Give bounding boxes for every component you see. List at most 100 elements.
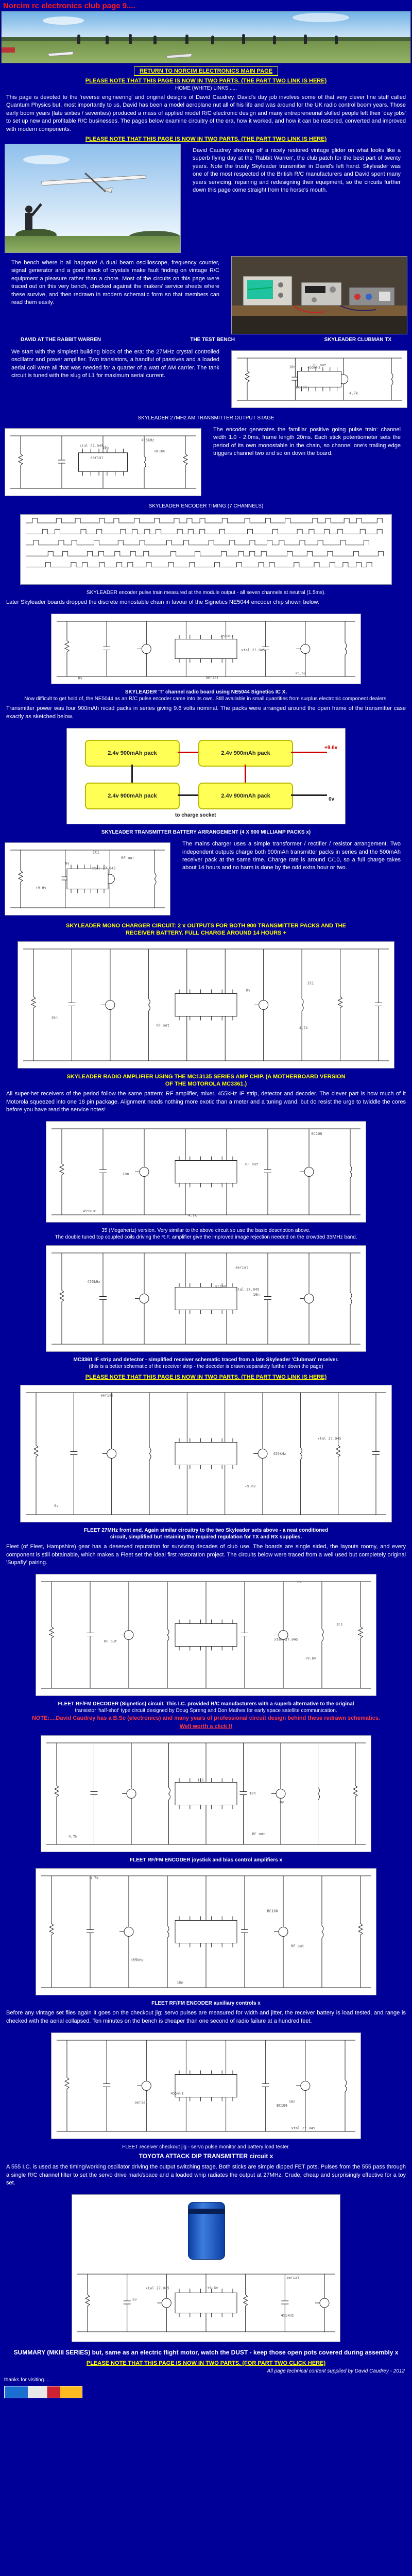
- svg-text:BC108: BC108: [296, 385, 307, 389]
- toyota-heading: TOYOTA ATTACK DIP TRANSMITTER circuit x: [139, 2153, 273, 2160]
- svg-text:4.7k: 4.7k: [349, 392, 358, 396]
- svg-text:+9.6v: +9.6v: [207, 2286, 218, 2291]
- fleet-encoder-caption: FLEET RF/FM ENCODER joystick and bias co…: [129, 1857, 283, 1863]
- svg-text:RF out: RF out: [121, 856, 134, 860]
- svg-text:455kHz: 455kHz: [281, 2314, 294, 2318]
- vintage-paragraph-2: The bench where it all happens! A dual b…: [11, 259, 219, 306]
- part-two-link-intro[interactable]: PLEASE NOTE THAT THIS PAGE IS NOW IN TWO…: [85, 135, 327, 142]
- fleet-aux-caption: FLEET RF/FM ENCODER auxiliary controls x: [151, 2001, 261, 2007]
- battery-wire-2: [178, 794, 198, 796]
- toyota-text: A 555 I.C. is used as the timing/working…: [6, 2164, 406, 2187]
- svg-text:xtal 27.045: xtal 27.045: [235, 1287, 259, 1292]
- glider-launch-photo: [5, 144, 180, 252]
- battery-wire-5: [131, 765, 133, 783]
- svg-text:RF out: RF out: [157, 1024, 169, 1028]
- ne5044-caption: SKYLEADER 'T' channel radio board using …: [125, 689, 287, 696]
- fleet-front-caption-2: circuit, simplified but retaining the re…: [110, 1534, 302, 1540]
- battery-wire-1: [178, 752, 198, 754]
- part-two-link-mid[interactable]: PLEASE NOTE THAT THIS PAGE IS NOW IN TWO…: [85, 1374, 327, 1381]
- intro-paragraph: This page is devoted to the 'reverse eng…: [6, 94, 406, 132]
- svg-text:10n: 10n: [123, 1172, 129, 1176]
- svg-text:455kHz: 455kHz: [88, 1280, 100, 1284]
- mhz35-note-2: The double tuned top coupled coils drivi…: [55, 1234, 357, 1241]
- svg-text:455kHz: 455kHz: [170, 2092, 183, 2096]
- svg-text:4.7k: 4.7k: [90, 1876, 99, 1880]
- svg-text:aerial: aerial: [235, 1266, 248, 1270]
- part-two-link-bottom[interactable]: PLEASE NOTE THAT THIS PAGE IS NOW IN TWO…: [86, 2360, 326, 2367]
- page-title: Norcim rc electronics club page 9....: [3, 2, 135, 10]
- osc-section: We start with the simplest building bloc…: [0, 344, 412, 415]
- fleet-decoder-caption-2: transistor 'half-shot' type circuit desi…: [75, 1708, 337, 1714]
- svg-text:aerial: aerial: [205, 676, 218, 680]
- svg-text:aerial: aerial: [100, 1394, 113, 1398]
- schematic-pulse-train: [21, 514, 391, 584]
- osc-text: We start with the simplest building bloc…: [11, 348, 219, 379]
- svg-text:BC108: BC108: [215, 1285, 226, 1289]
- svg-text:xtal 27.045: xtal 27.045: [274, 1638, 298, 1642]
- svg-text:455kHz: 455kHz: [220, 634, 233, 638]
- svg-text:RF out: RF out: [313, 363, 326, 367]
- if-note: (this is a better schematic of the recei…: [89, 1364, 323, 1370]
- battery-minus-label: 0v: [329, 796, 335, 803]
- battery-arrangement-figure: 2.4v 900mAh pack 2.4v 900mAh pack 2.4v 9…: [67, 728, 345, 824]
- schematic-mc3361-if-strip: 10n BC108 455kHz aerial xtal 27.045: [46, 1246, 366, 1352]
- battery-pack-1: 2.4v 900mAh pack: [85, 740, 180, 767]
- page-credit: All page technical content supplied by D…: [267, 2368, 405, 2375]
- svg-text:+9.6v: +9.6v: [295, 671, 306, 675]
- ne5044-text: Later Skyleader boards dropped the discr…: [6, 599, 319, 605]
- svg-text:0v: 0v: [132, 2298, 136, 2302]
- return-main-page-link[interactable]: RETURN TO NORCIM ELECTRONICS MAIN PAGE: [133, 66, 279, 76]
- svg-text:0v: 0v: [297, 1581, 301, 1585]
- svg-text:IC1: IC1: [93, 851, 99, 855]
- svg-text:4.7k: 4.7k: [188, 1214, 197, 1218]
- svg-text:IC1: IC1: [197, 1778, 204, 1783]
- encoder-text: The encoder generates the familiar posit…: [213, 426, 401, 457]
- svg-text:RF out: RF out: [291, 1944, 304, 1948]
- field-group-photo: [1, 11, 411, 63]
- part-two-link-top[interactable]: PLEASE NOTE THAT THIS PAGE IS NOW IN TWO…: [85, 78, 327, 84]
- svg-text:BC108: BC108: [311, 1132, 322, 1136]
- svg-text:4.7k: 4.7k: [299, 1026, 308, 1030]
- svg-text:xtal 27.045: xtal 27.045: [92, 867, 115, 871]
- svg-text:xtal 27.045: xtal 27.045: [291, 2126, 315, 2130]
- svg-text:455kHz: 455kHz: [307, 366, 320, 370]
- svg-text:RF out: RF out: [104, 1639, 117, 1643]
- svg-text:RF out: RF out: [252, 1832, 265, 1836]
- battery-plus-label: +9.6v: [324, 745, 338, 751]
- svg-text:10n: 10n: [289, 2100, 296, 2104]
- svg-text:+9.6v: +9.6v: [305, 1656, 316, 1660]
- svg-text:10n: 10n: [249, 1791, 256, 1795]
- svg-text:10n: 10n: [177, 1981, 183, 1985]
- worth-click-link[interactable]: Well worth a click !!: [179, 1723, 233, 1730]
- fleet-body-text: Fleet (of Fleet, Hampshire) gear has a d…: [6, 1544, 406, 1566]
- battery-text: Transmitter power was four 900mAh nicad …: [6, 705, 406, 720]
- summary-line: SUMMARY (MKIII SERIES) but, same as an e…: [13, 2349, 399, 2357]
- svg-text:10n: 10n: [289, 365, 296, 369]
- fleet-note-red: NOTE:....David Caudrey has a B.Sc (elect…: [31, 1715, 381, 1722]
- svg-text:10n: 10n: [51, 1015, 58, 1020]
- photo-captions-row: DAVID AT THE RABBIT WARREN THE TEST BENC…: [0, 336, 412, 344]
- svg-text:0v: 0v: [65, 861, 69, 866]
- battery-pack-4: 2.4v 900mAh pack: [198, 783, 293, 810]
- home-links-text: HOME (WHITE) LINKS .....: [175, 86, 237, 91]
- svg-text:10n: 10n: [253, 1293, 260, 1297]
- svg-text:455kHz: 455kHz: [83, 1210, 96, 1214]
- svg-text:BC108: BC108: [154, 449, 165, 453]
- pulse-train-caption: SKYLEADER encoder pulse train measured a…: [86, 589, 326, 596]
- rfamp-caption-2: OF THE MOTOROLA MC3361.): [165, 1081, 247, 1088]
- hit-counter-badge[interactable]: [4, 2386, 82, 2399]
- charger-caption-2: RECEIVER BATTERY. FULL CHARGE AROUND 14 …: [125, 930, 286, 937]
- fleet-decoder-caption-1: FLEET RF/FM DECODER (Signetics) circuit.…: [58, 1701, 354, 1707]
- svg-text:IC1: IC1: [336, 1623, 343, 1627]
- if-caption: MC3361 IF strip and detector - simplifie…: [73, 1357, 339, 1363]
